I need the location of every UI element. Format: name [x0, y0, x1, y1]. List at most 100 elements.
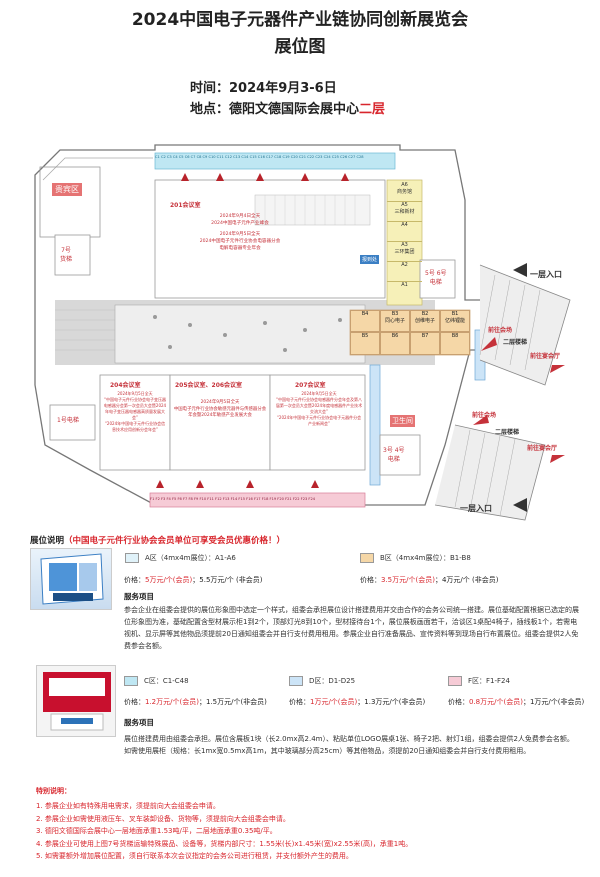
d-zone-label: D区：D1-D25	[309, 677, 356, 685]
room-205-line: 中国电子元件行业协会敏感元器件与传感器分会年会暨2024年敏感产业发展大会	[173, 406, 267, 419]
stairs-2f-top: 二层楼梯	[503, 339, 528, 346]
service-text-1: 参会企业在组委会提供的展位形象图中选定一个样式，组委会承担展位设计搭建费用并交由…	[124, 606, 579, 650]
elevator-34-label: 3号 4号 电梯	[383, 447, 405, 463]
price-nonmember: ；1.5万元/个(非会员)	[198, 698, 267, 706]
room-201-line: 2024中国电子元件行业协会电容器分会	[199, 239, 281, 244]
room-204-line: “中国电子元件行业协会电子变压器电感器分会第一次会员大会暨2024年电子变压器电…	[103, 397, 167, 420]
go-hall-bottom: 前往会场	[472, 412, 497, 419]
booth-company: 同心电子	[384, 318, 405, 324]
booth-image-cdf	[36, 665, 116, 737]
price-prefix: 价格：	[360, 576, 381, 584]
booth-label: B2	[421, 311, 429, 317]
legend-heading: 展位说明（中国电子元件行业协会会员单位可享受会员优惠价格！）	[30, 534, 285, 546]
price-prefix: 价格：	[124, 576, 145, 584]
b-zone-swatch	[360, 553, 374, 563]
room-204-schedule: 2024年9月5日全天 “中国电子元件行业协会电子变压器电感器分会第一次会员大会…	[103, 391, 167, 433]
b-booth-b6[interactable]: B6	[380, 332, 410, 355]
event-place: 地点：德阳文德国际会展中心二层	[190, 98, 385, 117]
b-booth-b8[interactable]: B8	[440, 332, 470, 355]
room-201-label: 201会议室	[170, 202, 201, 209]
entrance-1f-bottom: 一层入口	[460, 504, 492, 513]
booth-illustration-ab	[40, 553, 104, 605]
f-booths: F1 F2 F3 F4 F5 F6 F7 F8 F9 F10 F11 F12 F…	[150, 497, 316, 501]
price-nonmember: ；1万元/个(非会员)	[522, 698, 585, 706]
entrance-1f-top: 一层入口	[530, 270, 562, 279]
b-zone-label: B区（4mx4m展位）：B1-B8	[380, 554, 471, 562]
note-item: 1. 参展企业如有特殊用电需求，须提前向大会组委会申请。	[36, 802, 220, 810]
price-member: 1万元/个(会员)	[310, 698, 358, 706]
a-booth[interactable]: A2	[387, 262, 422, 282]
price-member: 5万元/个(会员)	[145, 576, 193, 584]
go-dining-bottom: 前往宴会厅	[527, 445, 558, 452]
room-204-line: “2024年中国电子元件行业协会信息技术应用创新分会年会”	[104, 421, 166, 432]
a-booth[interactable]: A1	[401, 282, 408, 288]
booth-label: B8	[451, 333, 459, 339]
b-booth-b4[interactable]: B4	[350, 310, 380, 332]
page-title: 2024中国电子元器件产业链协同创新展览会	[131, 10, 469, 30]
booth-label: B6	[391, 333, 399, 339]
b-booth-b7[interactable]: B7	[410, 332, 440, 355]
b-booth-b5[interactable]: B5	[350, 332, 380, 355]
price-member: 3.5万元/个(会员)	[381, 576, 435, 584]
c-zone-swatch	[124, 676, 138, 686]
time-value: 2024年9月3-6日	[229, 81, 337, 96]
price-nonmember: ；1.3万元/个(非会员)	[357, 698, 426, 706]
booth-image-ab	[30, 548, 112, 610]
room-205-line: 2024年9月5日全天	[200, 400, 240, 405]
legend-heading-note: （中国电子元件行业协会会员单位可享受会员优惠价格！）	[64, 536, 286, 546]
room-201-line: 电解电容器专业年会	[219, 246, 261, 251]
a-zone-swatch	[125, 553, 139, 563]
f-zone-price: 价格：0.8万元/个(会员)；1万元/个(非会员)	[448, 697, 584, 707]
a-booth[interactable]: A5 三和新材	[387, 202, 422, 222]
a-booth[interactable]: A3 三环集团	[387, 242, 422, 262]
room-207-schedule: 2024年9月5日全天 “中国电子元件行业协会电感器件分会年会及第八届第一次会员…	[275, 391, 363, 427]
a-zone-label: A区（4mx4m展位）：A1-A6	[145, 554, 236, 562]
elevator-7-label: 7号 货梯	[60, 247, 73, 263]
note-item: 4. 参展企业可使用上图7号货梯运输特殊展品、设备等，货梯内部尺寸：1.55米(…	[36, 839, 413, 848]
room-207-line: “中国电子元件行业协会电感器件分会年会及第八届第一次会员大会暨2024年度电感器…	[275, 397, 363, 414]
c-zone-label: C区：C1-C48	[144, 677, 189, 685]
floor-map: 贵宾区 7号 货梯 1号电梯 5号 6号 电梯 3号 4号 电梯 卫生间 一层入…	[25, 125, 580, 530]
f-zone-swatch	[448, 676, 462, 686]
service-heading-1: 服务项目	[124, 592, 154, 601]
price-nonmember: ；4万元/个 (非会员)	[434, 576, 499, 584]
room-201-line: 2024年9月5日全天	[219, 232, 261, 237]
booth-company: 亿纬锂能	[444, 318, 465, 324]
price-prefix: 价格：	[124, 698, 145, 706]
elevator-56-label: 5号 6号 电梯	[425, 270, 447, 286]
d-zone-swatch	[289, 676, 303, 686]
place-value: 德阳文德国际会展中心	[229, 102, 360, 117]
legend-heading-text: 展位说明	[30, 536, 65, 546]
price-prefix: 价格：	[448, 698, 469, 706]
room-205-label: 205会议室、206会议室	[175, 382, 243, 389]
price-prefix: 价格：	[289, 698, 310, 706]
stairs-2f-bottom: 二层楼梯	[495, 429, 520, 436]
vip-area: 贵宾区	[52, 183, 82, 196]
room-204-line: 2024年9月5日全天	[117, 391, 153, 396]
floor-plan-svg	[34, 144, 571, 521]
room-207-label: 207会议室	[295, 382, 326, 389]
booth-company: 创维电子	[414, 318, 435, 324]
note-item: 5. 如需要额外增加展位配置，须自行联系本次会议指定的会务公司进行租赁，并支付额…	[36, 852, 353, 861]
a-booth[interactable]: A4	[387, 222, 422, 242]
place-floor: 二层	[359, 102, 386, 117]
booth-label: B1	[451, 311, 459, 317]
room-207-line: “2024年中国电子元件行业协会电子元器件分会产业新闻会”	[276, 415, 362, 426]
price-nonmember: ；5.5万元/个 (非会员)	[192, 576, 263, 584]
toilet-label: 卫生间	[390, 415, 415, 427]
go-dining-top: 前往宴会厅	[530, 353, 561, 360]
note-item: 3. 德阳文德国际会展中心一层地面承重1.53吨/平，二层地面承重0.35吨/平…	[36, 827, 277, 836]
price-member: 1.2万元/个(会员)	[145, 698, 199, 706]
a-booth[interactable]: A6 商务馆	[387, 182, 422, 202]
elevator-1-label: 1号电梯	[57, 417, 79, 424]
a-booth-column: A6 商务馆 A5 三和新材 A4 A3 三环集团 A2 A1	[387, 182, 422, 302]
room-201-line: 2024中国电子元件产业峰会	[211, 221, 269, 226]
d-zone-price: 价格：1万元/个(会员)；1.3万元/个(非会员)	[289, 697, 425, 707]
c-booths-top: C1 C2 C3 C4 C5 C6 C7 C8 C9 C10 C11 C12 C…	[155, 155, 364, 159]
registration-desk: 报到处	[360, 255, 380, 264]
f-zone-label: F区：F1-F24	[468, 677, 510, 685]
place-label: 地点：	[190, 102, 230, 117]
